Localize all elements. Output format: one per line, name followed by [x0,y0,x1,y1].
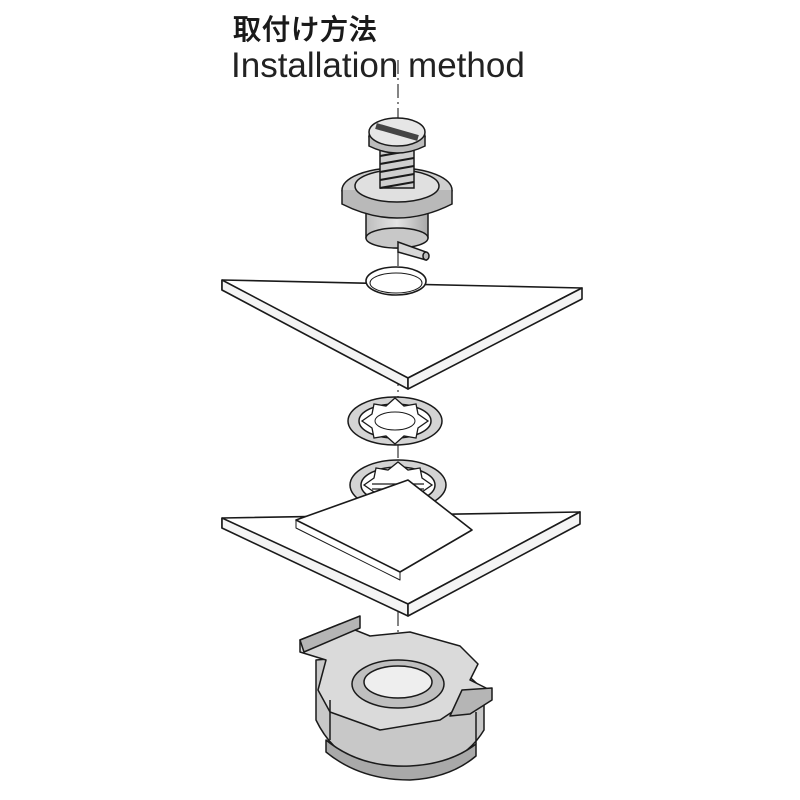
title-english: Installation method [231,46,525,85]
lower-panel [221,479,581,617]
square-opening [295,479,473,573]
screw-latch-assembly [341,117,453,261]
upper-panel [221,279,583,390]
round-hole [365,266,427,296]
star-washer-upper [347,396,443,446]
title-japanese: 取付け方法 [233,13,379,46]
receiving-bracket [299,615,493,781]
